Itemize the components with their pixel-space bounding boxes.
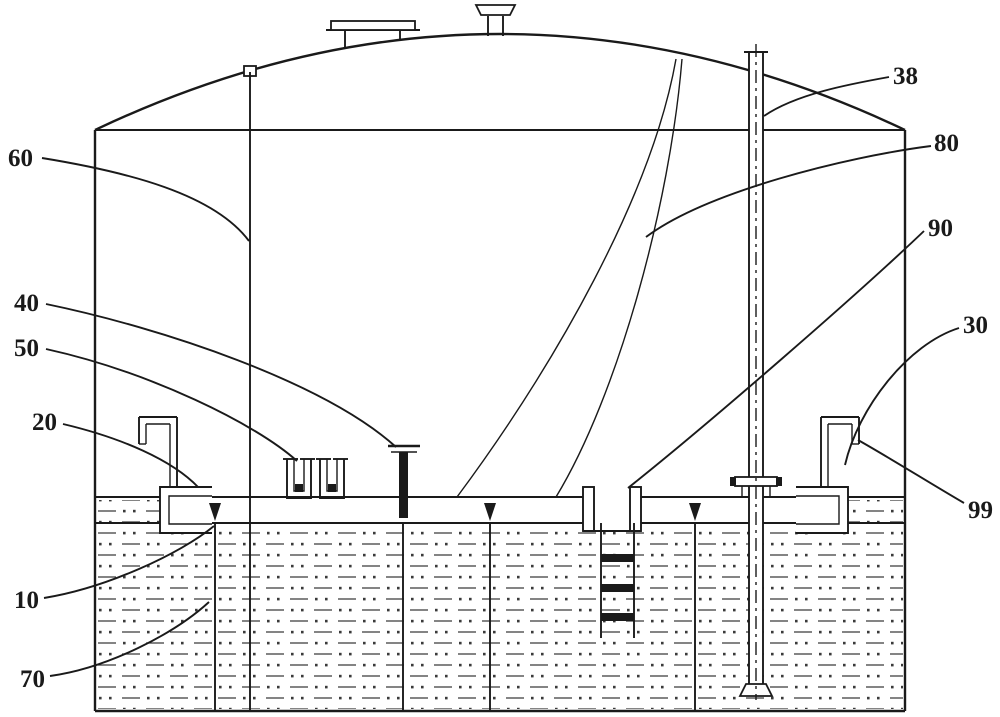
tank-shell: [93, 32, 907, 713]
deck-box: [582, 486, 642, 532]
leader-60: [41, 157, 250, 242]
leader-80: [645, 145, 932, 238]
leader-70: [49, 601, 210, 677]
right-l-bracket: [820, 416, 860, 489]
tank-dome: [94, 32, 906, 132]
leader-90: [627, 230, 925, 489]
seal-fittings: [283, 458, 348, 499]
roof-vent: [474, 4, 517, 36]
label-60: 60: [8, 145, 33, 172]
ladder-rung: [601, 584, 634, 592]
leg-arrow: [209, 503, 221, 521]
leader-38: [763, 76, 890, 117]
guide-pole: [243, 65, 257, 710]
cable: [456, 58, 683, 498]
standpipe: [730, 44, 782, 700]
ladder-rung: [601, 613, 634, 621]
leader-20: [62, 423, 199, 488]
leader-99: [857, 439, 965, 504]
pipe-base: [738, 683, 774, 697]
label-90: 90: [928, 215, 953, 242]
leader-40: [45, 303, 397, 448]
label-20: 20: [32, 409, 57, 436]
leader-50: [45, 348, 298, 462]
labels: 60 40 50 20 10 70 38 80 90 30 99: [8, 63, 993, 693]
left-deck-bracket: [159, 486, 212, 534]
label-50: 50: [14, 335, 39, 362]
label-30: 30: [963, 312, 988, 339]
liquid-hatch: [97, 500, 903, 709]
deck-surface: [162, 498, 846, 522]
label-80: 80: [934, 130, 959, 157]
ladder: [600, 523, 635, 638]
label-38: 38: [893, 63, 918, 90]
leader-lines: [41, 76, 965, 677]
leg-arrow: [484, 503, 496, 521]
label-10: 10: [14, 587, 39, 614]
right-deck-bracket: [796, 486, 849, 534]
support-legs: [209, 503, 701, 710]
label-70: 70: [20, 666, 45, 693]
label-40: 40: [14, 290, 39, 317]
ladder-rung: [601, 554, 634, 562]
vent-cap: [474, 4, 517, 16]
deck-vent-fitting: [388, 444, 420, 518]
left-l-bracket: [138, 416, 178, 489]
leg-arrow: [689, 503, 701, 521]
label-99: 99: [968, 497, 993, 524]
leader-30: [844, 327, 960, 466]
roof-manhole: [326, 20, 420, 49]
leader-10: [43, 525, 215, 599]
